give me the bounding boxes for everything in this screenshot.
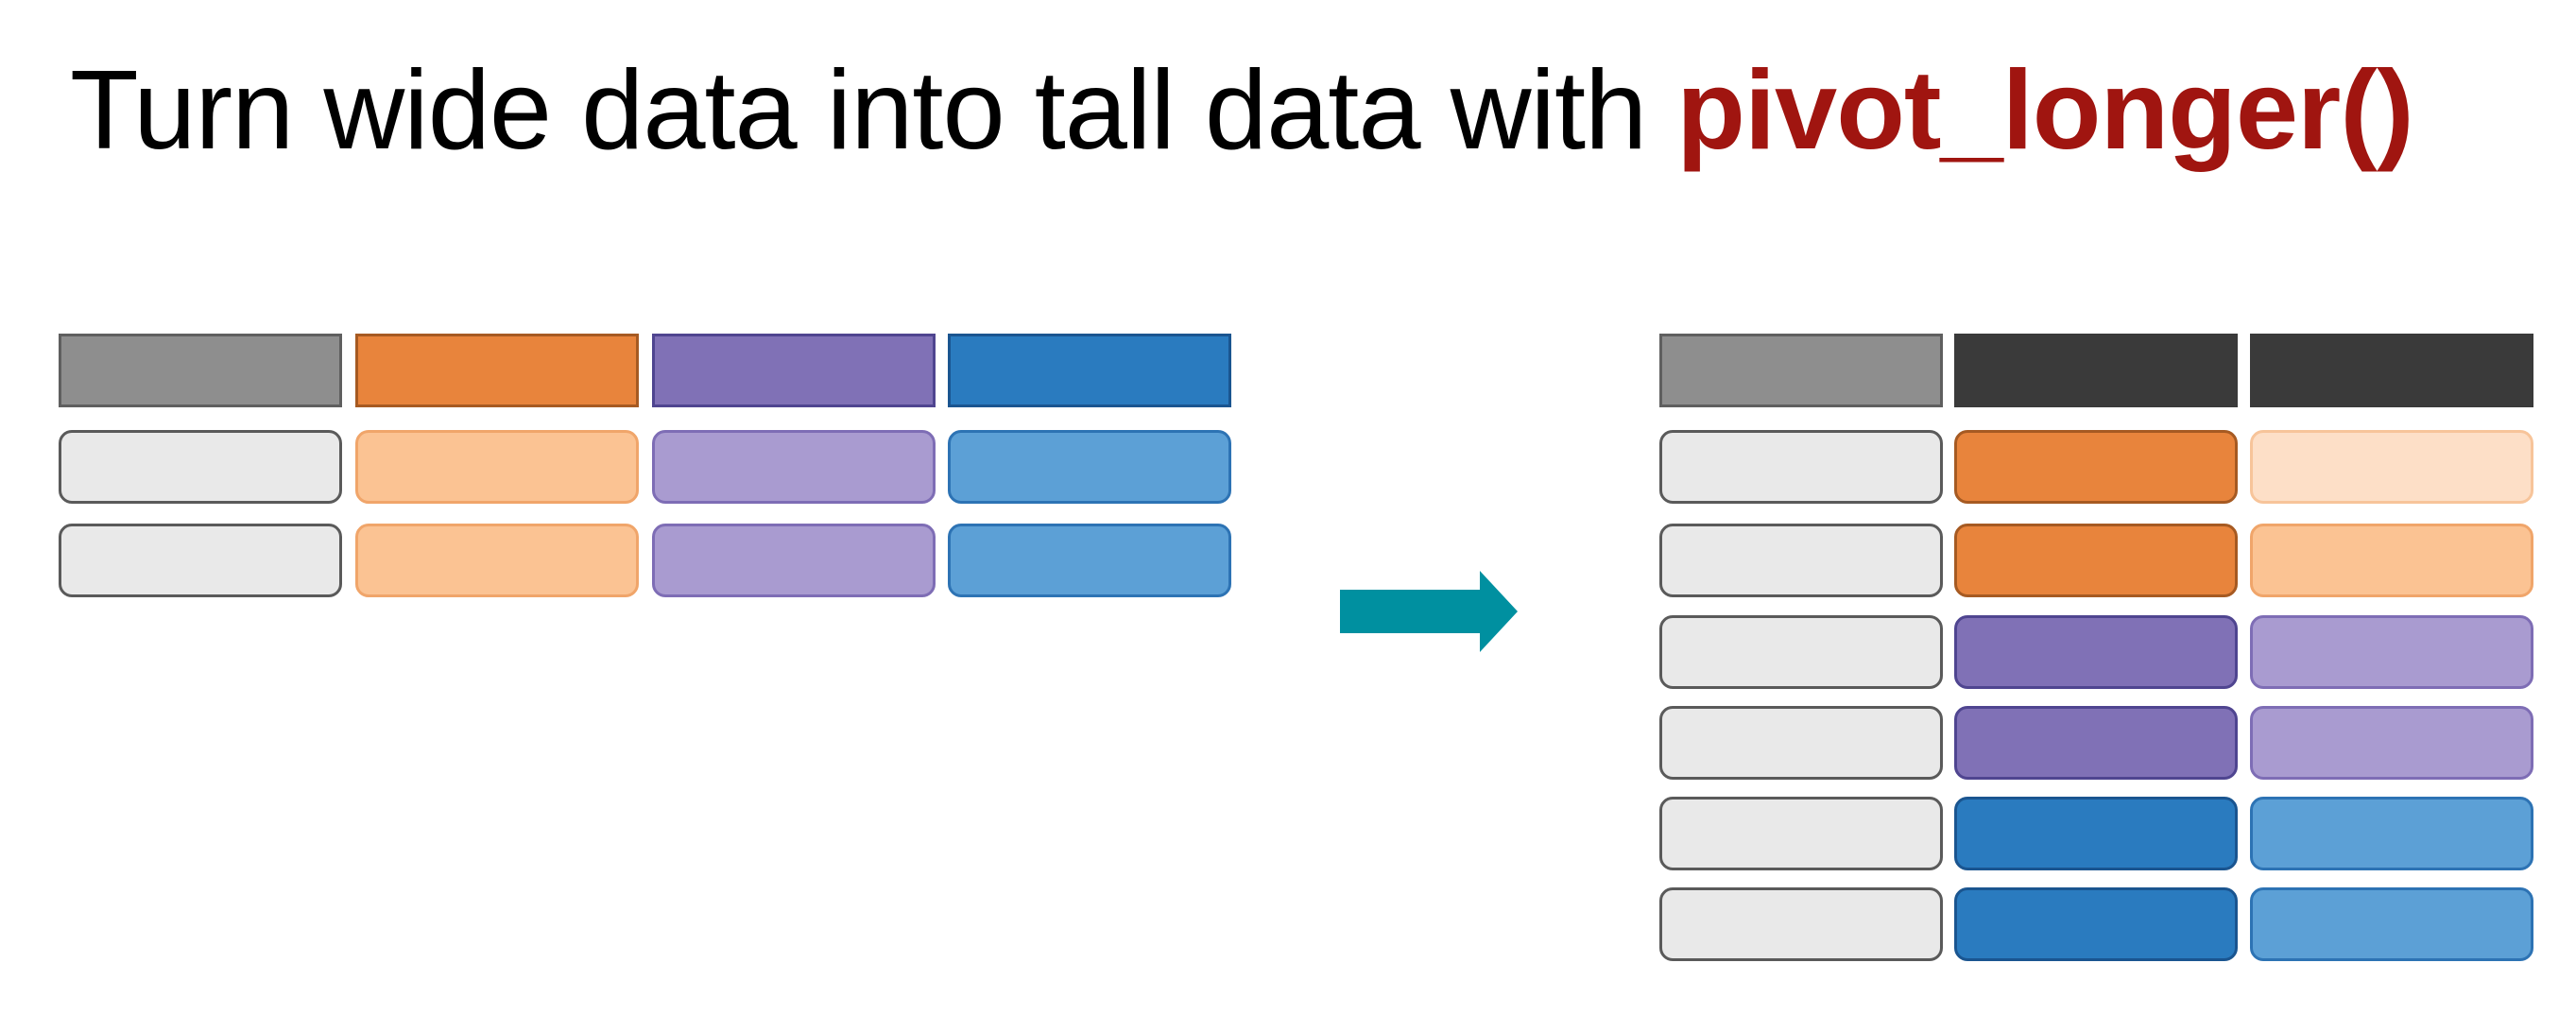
tall-row-5-cell-blue-light: [2250, 797, 2533, 870]
wide-row-1-cell-gray: [59, 430, 342, 504]
tall-row-3-cell-gray: [1659, 615, 1943, 689]
tall-row-3-cell-purple: [1954, 615, 2238, 689]
wide-row-2-cell-orange: [355, 524, 639, 597]
wide-header-cell-gray: [59, 334, 342, 407]
tall-row-2-cell-orange-mid: [2250, 524, 2533, 597]
wide-header-cell-orange: [355, 334, 639, 407]
tall-header-cell-gray-1: [1659, 334, 1943, 407]
tall-row-1-cell-orange: [1954, 430, 2238, 504]
wide-row-1-cell-blue: [948, 430, 1231, 504]
tall-row-1-cell-orange-light: [2250, 430, 2533, 504]
tall-row-6-cell-gray: [1659, 887, 1943, 961]
tall-row-4-cell-purple: [1954, 706, 2238, 780]
tall-row-5-cell-gray: [1659, 797, 1943, 870]
tall-row-4-cell-gray: [1659, 706, 1943, 780]
right-arrow-icon: [1340, 571, 1518, 652]
tall-row-6-cell-blue-light: [2250, 887, 2533, 961]
tall-row-4-cell-purple-light: [2250, 706, 2533, 780]
tall-header-cell-dark-3: [2250, 334, 2533, 407]
title-text: Turn wide data into tall data with: [70, 47, 1677, 173]
wide-row-1-cell-purple: [652, 430, 936, 504]
wide-row-2-cell-gray: [59, 524, 342, 597]
tall-row-5-cell-blue: [1954, 797, 2238, 870]
tall-row-1-cell-gray: [1659, 430, 1943, 504]
wide-header-cell-purple: [652, 334, 936, 407]
wide-header-cell-blue: [948, 334, 1231, 407]
page-title: Turn wide data into tall data with pivot…: [70, 47, 2414, 174]
wide-row-1-cell-orange: [355, 430, 639, 504]
tall-row-3-cell-purple-light: [2250, 615, 2533, 689]
wide-row-2-cell-purple: [652, 524, 936, 597]
title-function-name: pivot_longer(): [1676, 47, 2413, 173]
wide-row-2-cell-blue: [948, 524, 1231, 597]
tall-header-cell-dark-2: [1954, 334, 2238, 407]
tall-row-2-cell-gray: [1659, 524, 1943, 597]
tall-row-2-cell-orange: [1954, 524, 2238, 597]
tall-row-6-cell-blue: [1954, 887, 2238, 961]
